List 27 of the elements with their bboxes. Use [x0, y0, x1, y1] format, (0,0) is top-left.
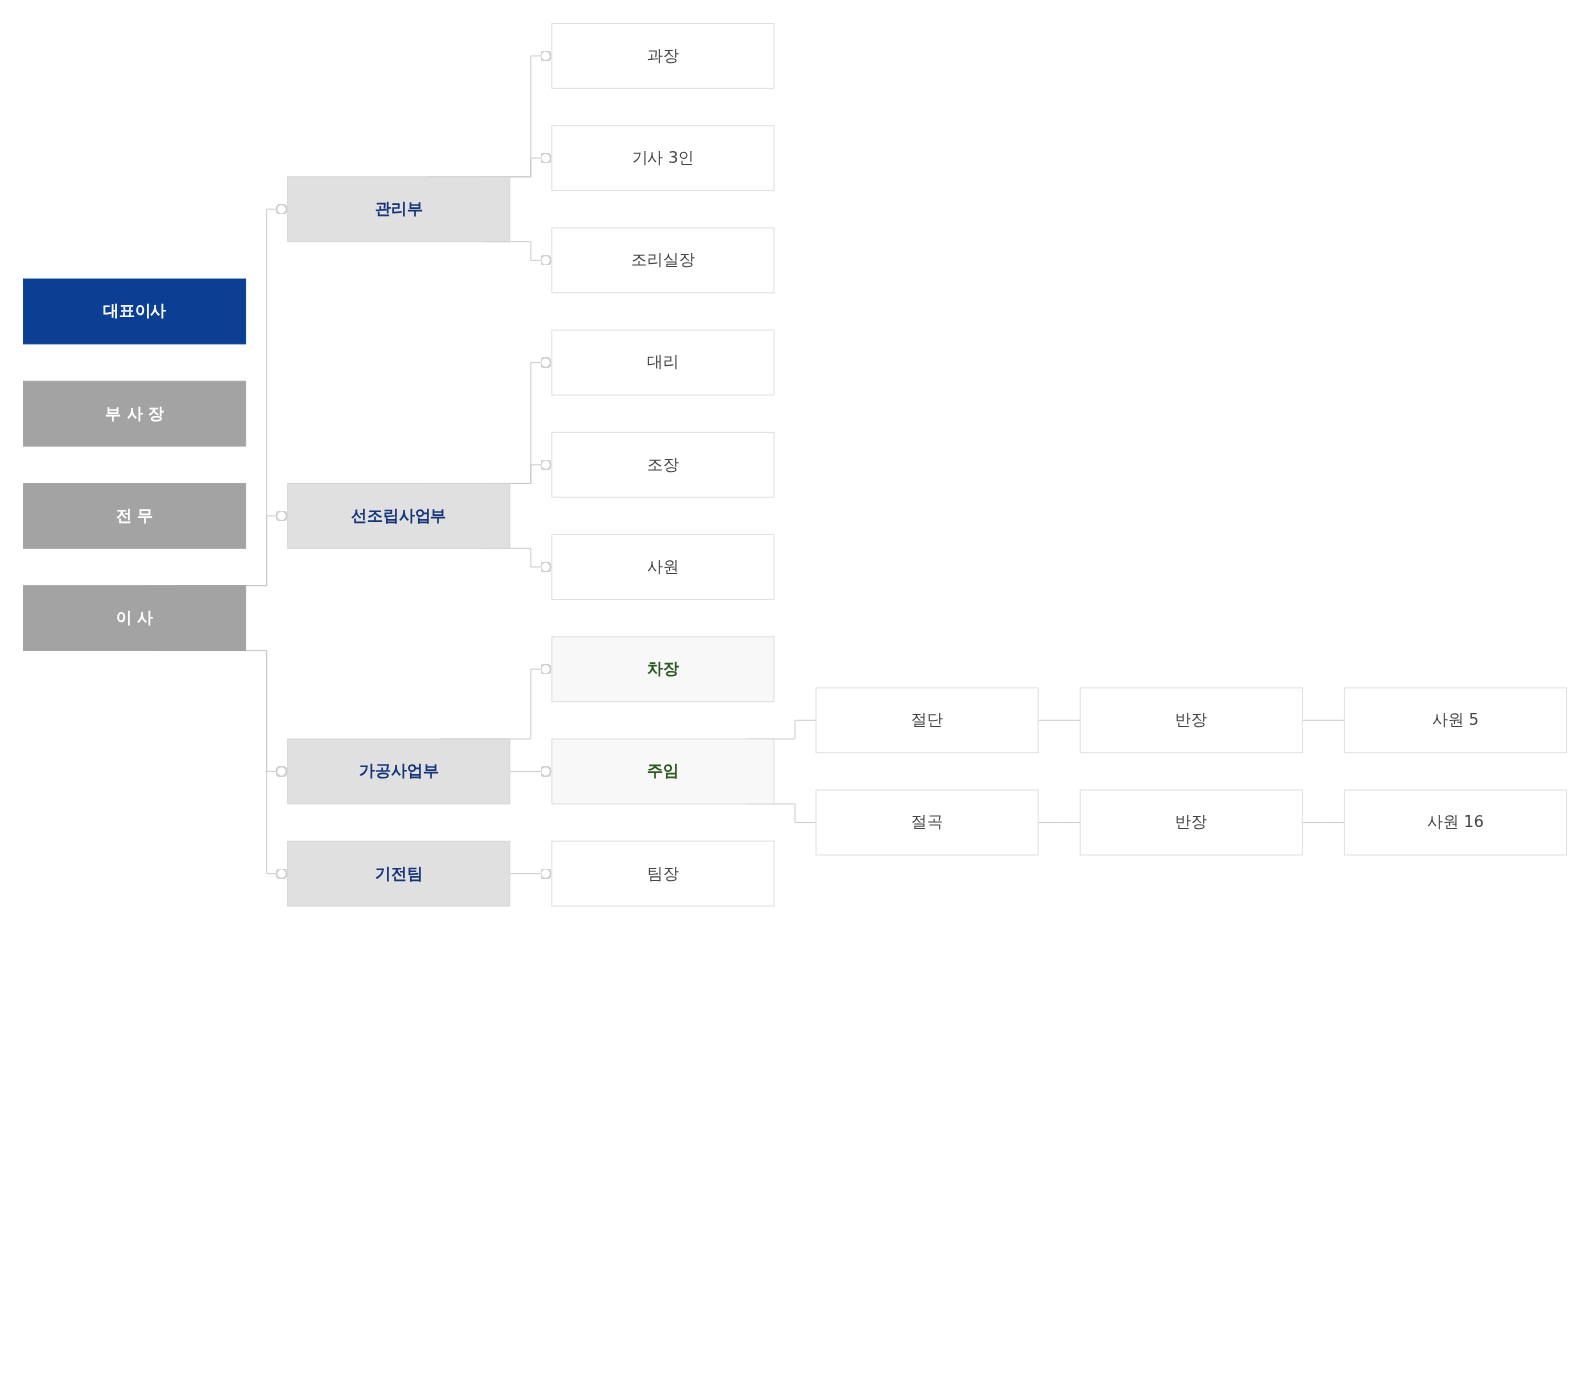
- connector: [1301, 719, 1345, 721]
- node-box: 대표이사: [23, 278, 247, 345]
- node-box: 주임: [551, 738, 775, 805]
- connector: [1037, 822, 1081, 823]
- node-box: 관리부: [287, 176, 511, 243]
- connector: [1301, 822, 1345, 823]
- node-box: 전 무: [23, 483, 247, 549]
- node-box: 이 사: [23, 585, 247, 651]
- node-box: 사원 5: [1343, 687, 1567, 754]
- node-box: 선조립사업부: [287, 483, 511, 549]
- node-box: 부 사 장: [23, 380, 247, 447]
- node-box: 기전팀: [287, 840, 511, 907]
- node-box: 팀장: [551, 840, 775, 907]
- node-box: 대리: [551, 329, 775, 396]
- node-box: 반장: [1079, 789, 1303, 856]
- node-box: 반장: [1079, 687, 1303, 754]
- node-box: 조리실장: [551, 227, 775, 294]
- node-box: 사원 16: [1343, 789, 1567, 856]
- node-box: 절단: [815, 687, 1039, 754]
- node-box: 과장: [551, 23, 775, 89]
- connector: [1037, 719, 1081, 721]
- node-box: 가공사업부: [287, 738, 511, 805]
- node-box: 절곡: [815, 789, 1039, 856]
- node-box: 차장: [551, 636, 775, 703]
- node-box: 사원: [551, 534, 775, 600]
- node-box: 조장: [551, 431, 775, 498]
- node-box: 기사 3인: [551, 125, 775, 192]
